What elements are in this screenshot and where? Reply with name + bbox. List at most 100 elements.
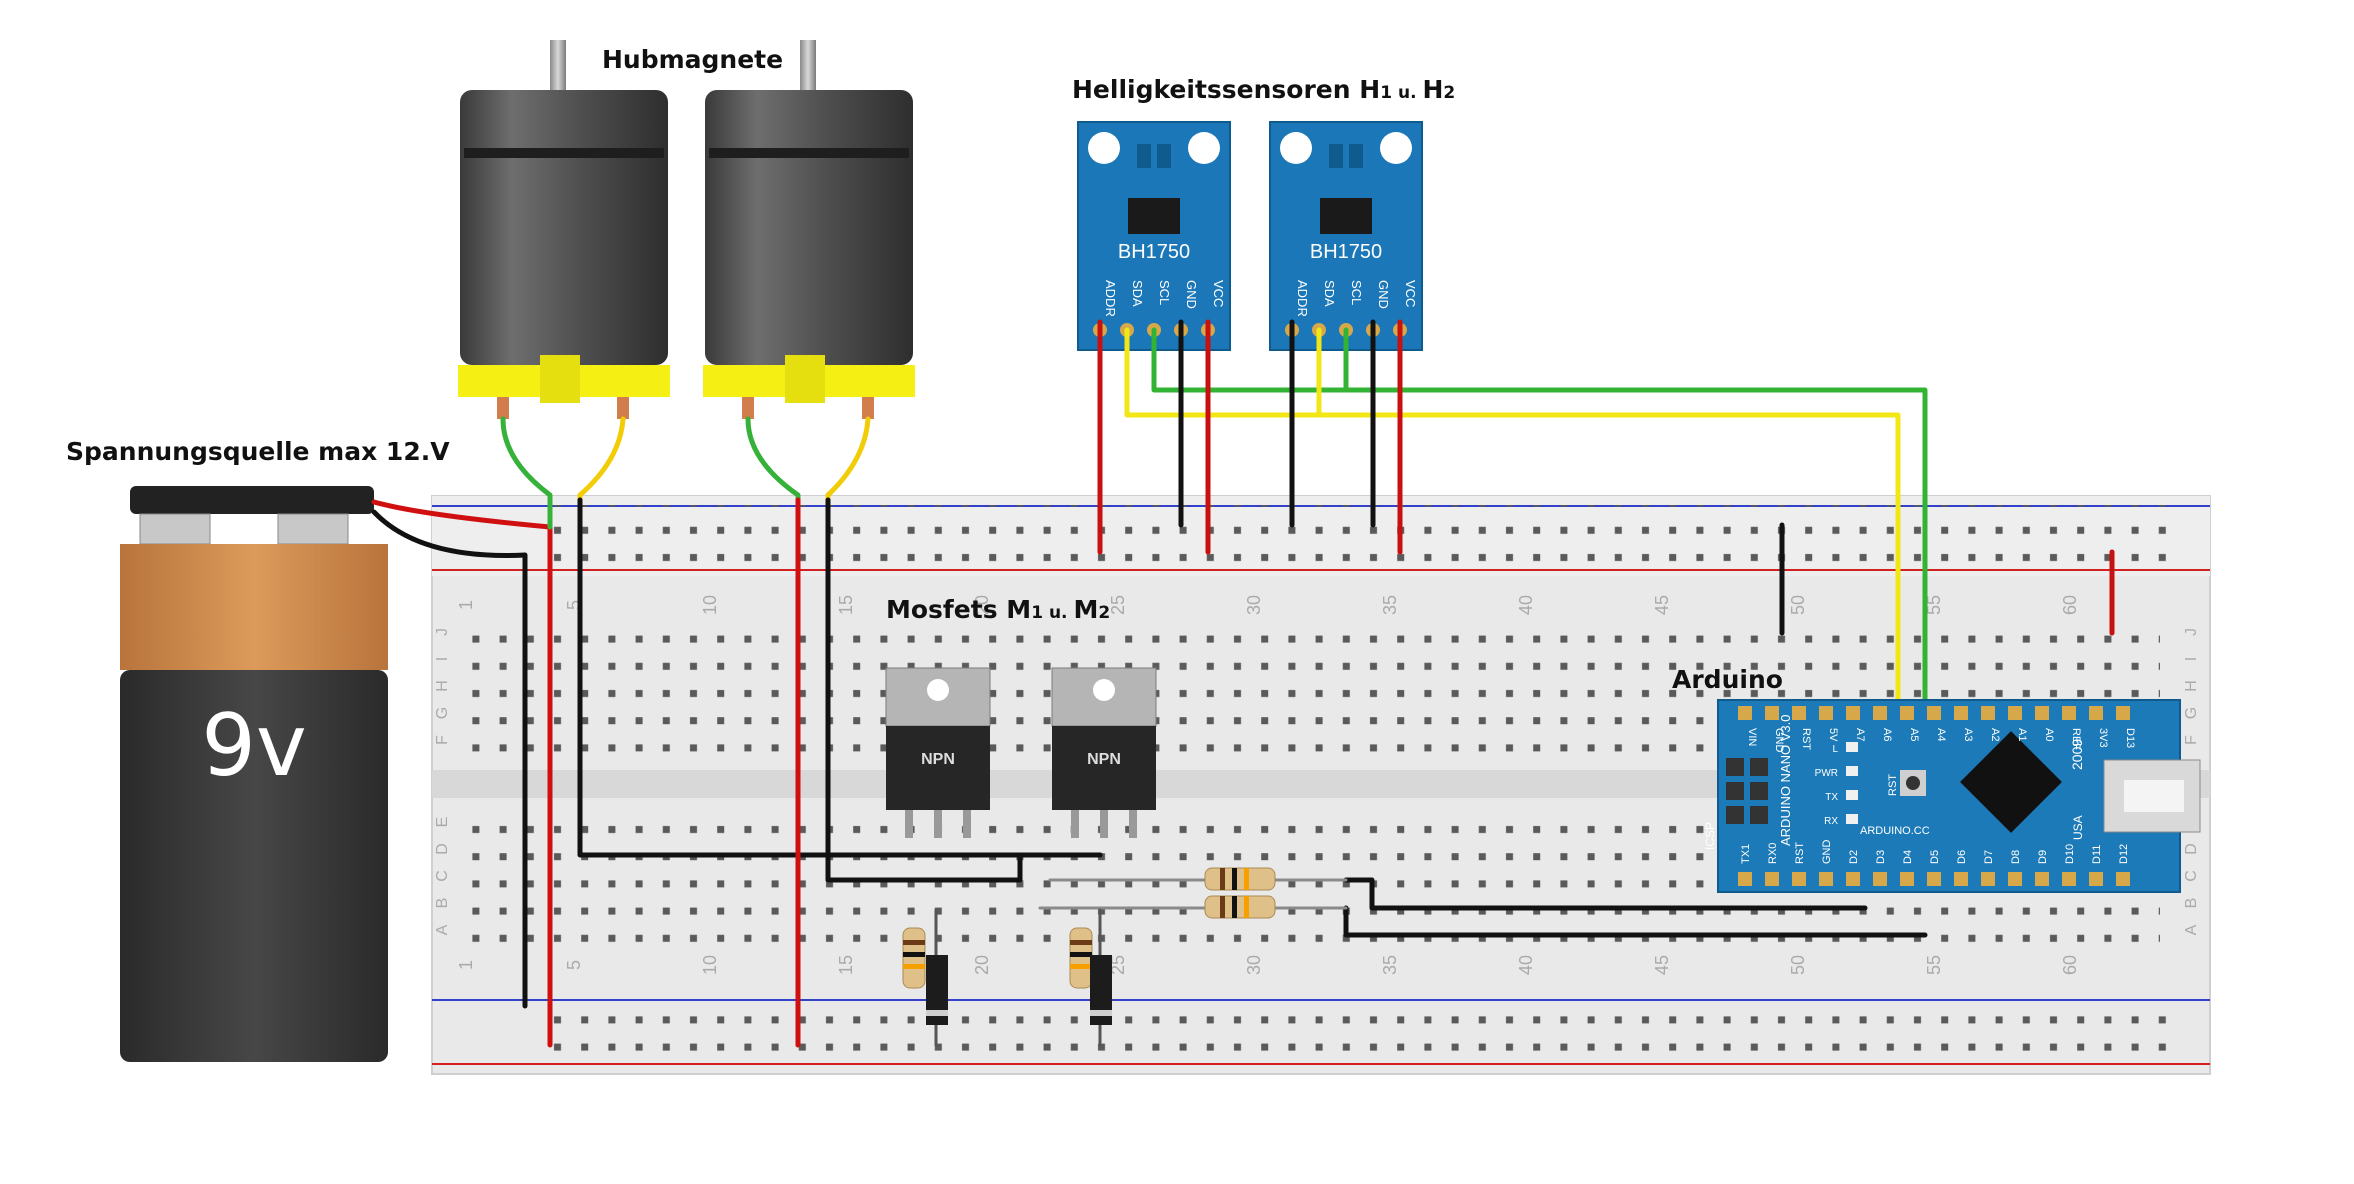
row-letter-left-G: G: [434, 707, 451, 719]
arduino-cc-text: ARDUINO.CC: [1860, 825, 1930, 837]
row-letter-right-B: B: [2183, 898, 2200, 909]
column-number-top-50: 50: [1788, 595, 1808, 615]
column-number-top-10: 10: [700, 595, 720, 615]
arduino-pin-top-9: [1981, 706, 1995, 720]
resistor-1: [902, 927, 926, 989]
solenoids-label: Hubmagnete: [602, 45, 783, 74]
arduino-pin-bottom-13: [2089, 872, 2103, 886]
arduino-pin-top-1: [1765, 706, 1779, 720]
column-number-bottom-35: 35: [1380, 955, 1400, 975]
mosfet-1-label: NPN: [921, 751, 955, 768]
arduino-pin-top-label-2: RST: [1800, 728, 1812, 750]
row-letter-left-E: E: [434, 817, 451, 828]
arduino-led-label-TX: TX: [1825, 792, 1838, 803]
sensor-2-chip-label: BH1750: [1310, 241, 1382, 263]
row-letter-left-A: A: [434, 924, 451, 935]
row-letter-left-I: I: [434, 657, 451, 661]
arduino-pin-bottom-6: [1900, 872, 1914, 886]
arduino-pin-top-5: [1873, 706, 1887, 720]
column-number-top-45: 45: [1652, 595, 1672, 615]
row-letter-right-A: A: [2183, 924, 2200, 935]
row-letter-right-H: H: [2183, 680, 2200, 692]
mosfet-2-label: NPN: [1087, 751, 1121, 768]
arduino-pin-bottom-label-3: GND: [1821, 840, 1833, 865]
arduino-pin-bottom-0: [1738, 872, 1752, 886]
arduino-led-label-PWR: PWR: [1815, 768, 1838, 779]
column-number-bottom-50: 50: [1788, 955, 1808, 975]
row-letter-right-F: F: [2183, 735, 2200, 745]
sensor-1-pin-label-0: ADDR: [1103, 280, 1118, 317]
arduino-pin-top-label-4: A7: [1854, 728, 1866, 741]
arduino-pin-bottom-5: [1873, 872, 1887, 886]
arduino-nano-text: ARDUINO NANO V3.0: [1778, 715, 1793, 846]
arduino-pin-bottom-label-9: D7: [1983, 850, 1995, 864]
column-number-bottom-15: 15: [836, 955, 856, 975]
arduino-icsp-text: ICSP: [1703, 822, 1717, 850]
arduino-pin-top-11: [2035, 706, 2049, 720]
column-number-bottom-60: 60: [2060, 955, 2080, 975]
arduino-2009-text: 2009: [2069, 739, 2085, 770]
row-letter-left-B: B: [434, 898, 451, 909]
column-number-bottom-25: 25: [1108, 955, 1128, 975]
arduino-pin-top-14: [2116, 706, 2130, 720]
arduino-pin-bottom-1: [1765, 872, 1779, 886]
sensor-1-chip-label: BH1750: [1118, 241, 1190, 263]
row-letter-left-C: C: [434, 870, 451, 882]
arduino-led-label-L: L: [1832, 744, 1838, 755]
sensors-label-and: u.: [1392, 83, 1422, 103]
mosfets-label: Mosfets M1 u. M2: [886, 595, 1110, 624]
sensor-1-pin-label-1: SDA: [1130, 280, 1145, 307]
arduino-pin-bottom-3: [1819, 872, 1833, 886]
arduino-pin-top-label-1: GND: [1773, 728, 1785, 753]
arduino-pin-bottom-7: [1927, 872, 1941, 886]
diode-1: [926, 955, 948, 1025]
arduino-pin-bottom-label-2: RST: [1794, 842, 1806, 864]
arduino-pin-bottom-label-1: RX0: [1767, 843, 1779, 864]
column-number-top-5: 5: [564, 600, 584, 610]
mosfets-label-main: Mosfets M: [886, 595, 1031, 624]
mosfet-1: NPN: [885, 667, 991, 838]
arduino-pin-bottom-11: [2035, 872, 2049, 886]
arduino-led-RX: [1846, 814, 1858, 824]
arduino-pin-top-label-12: REF: [2070, 728, 2082, 750]
holes-bottom-rail: [540, 1005, 2170, 1063]
arduino-pin-top-label-11: A0: [2043, 728, 2055, 741]
arduino-pin-top-7: [1927, 706, 1941, 720]
battery-label: 9v: [201, 696, 307, 796]
arduino-pin-top-label-6: A5: [1908, 728, 1920, 741]
column-number-top-25: 25: [1108, 595, 1128, 615]
sensors-label-sub1: 1: [1380, 83, 1392, 103]
battery-9v: 9v: [120, 486, 388, 1062]
column-number-top-55: 55: [1924, 595, 1944, 615]
row-letter-left-J: J: [434, 628, 451, 636]
column-number-top-20: 20: [972, 595, 992, 615]
arduino-pin-top-label-8: A3: [1962, 728, 1974, 741]
column-number-top-40: 40: [1516, 595, 1536, 615]
column-number-top-30: 30: [1244, 595, 1264, 615]
arduino-pin-top-4: [1846, 706, 1860, 720]
arduino-pin-bottom-label-5: D3: [1875, 850, 1887, 864]
arduino-pin-bottom-label-0: TX1: [1740, 844, 1752, 864]
arduino-label: Arduino: [1672, 665, 1783, 694]
mosfets-label-m2: M: [1073, 595, 1098, 624]
sensors-label: Helligkeitssensoren H1 u. H2: [1072, 75, 1455, 104]
sensor-1-pin-label-2: SCL: [1157, 280, 1172, 305]
arduino-pin-top-label-3: 5V: [1827, 728, 1839, 742]
row-letter-right-J: J: [2183, 628, 2200, 636]
resistor-4: [1204, 895, 1276, 919]
mosfets-label-sub2: 2: [1098, 603, 1110, 623]
arduino-pin-bottom-label-6: D4: [1902, 850, 1914, 864]
arduino-usa-text: USA: [2071, 815, 2085, 840]
arduino-pin-top-3: [1819, 706, 1833, 720]
arduino-led-TX: [1846, 790, 1858, 800]
arduino-pin-top-6: [1900, 706, 1914, 720]
arduino-pin-bottom-label-10: D8: [2010, 850, 2022, 864]
arduino-pin-top-label-10: A1: [2016, 728, 2028, 741]
arduino-pin-top-2: [1792, 706, 1806, 720]
wires: [371, 319, 2115, 1048]
solenoid-1: [458, 40, 670, 419]
arduino-pin-bottom-2: [1792, 872, 1806, 886]
diode-2: [1090, 955, 1112, 1025]
arduino-pin-bottom-label-12: D10: [2064, 844, 2076, 864]
